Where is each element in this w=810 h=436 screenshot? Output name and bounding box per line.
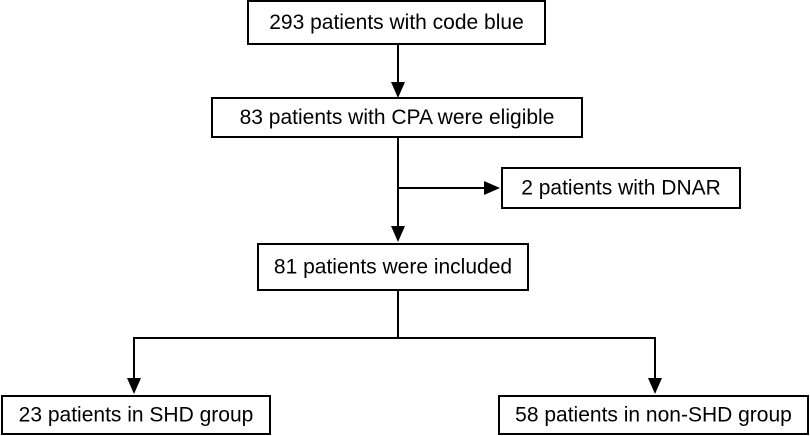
box-shd: 23 patients in SHD group <box>1 395 271 435</box>
arrowhead-non-shd <box>648 378 662 394</box>
box-dnar-label: 2 patients with DNAR <box>521 177 721 200</box>
arrowhead-shd <box>127 378 141 394</box>
box-code-blue: 293 patients with code blue <box>247 0 546 45</box>
box-included: 81 patients were included <box>257 243 529 291</box>
arrowhead-dnar <box>484 181 500 195</box>
arrowhead-eligible <box>391 82 405 98</box>
box-eligible-label: 83 patients with CPA were eligible <box>240 106 555 129</box>
box-dnar: 2 patients with DNAR <box>501 167 741 209</box>
connectors <box>127 44 662 394</box>
box-included-label: 81 patients were included <box>274 256 512 279</box>
box-non-shd: 58 patients in non-SHD group <box>498 395 809 435</box>
box-eligible: 83 patients with CPA were eligible <box>211 97 583 138</box>
box-code-blue-label: 293 patients with code blue <box>269 11 524 34</box>
arrowhead-included <box>391 226 405 242</box>
box-shd-label: 23 patients in SHD group <box>19 404 254 427</box>
box-non-shd-label: 58 patients in non-SHD group <box>515 404 792 427</box>
